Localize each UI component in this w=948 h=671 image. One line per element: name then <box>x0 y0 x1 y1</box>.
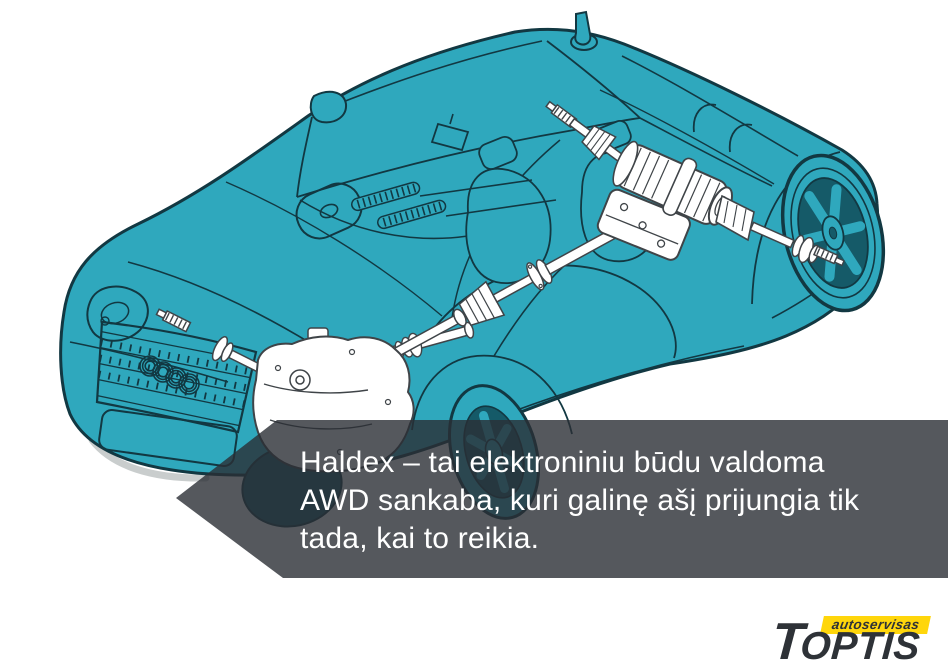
bumper-intake <box>98 409 238 467</box>
wing-mirror <box>309 90 348 124</box>
rear-axle-right <box>749 221 845 267</box>
logo-brand-rest: OPTIS <box>798 625 922 668</box>
rear-subframe <box>596 188 691 261</box>
seat <box>465 167 552 284</box>
headlight <box>86 285 149 342</box>
toptis-logo: autoservisas T OPTIS <box>769 606 948 671</box>
roof-antenna <box>570 10 598 51</box>
front-axle <box>155 308 263 373</box>
wipers <box>351 179 557 230</box>
caption-line-1: Haldex – tai elektroniniu būdu valdoma <box>300 446 825 479</box>
seat-headrest <box>478 136 518 170</box>
haldex-coupling <box>612 140 755 242</box>
ground-shadow <box>88 436 210 482</box>
logo-brand: T OPTIS <box>769 613 922 671</box>
audi-rings-logo <box>139 355 200 395</box>
caption-line-2: AWD sankaba, kuri galinę ašį prijungia t… <box>300 484 860 517</box>
rearview-mirror <box>430 122 470 152</box>
caption-text: Haldex – tai elektroniniu būdu valdoma A… <box>300 444 859 558</box>
caption-line-3: tada, kai to reikia. <box>300 522 540 555</box>
front-grille <box>95 320 258 434</box>
logo-brand-initial: T <box>769 613 803 671</box>
